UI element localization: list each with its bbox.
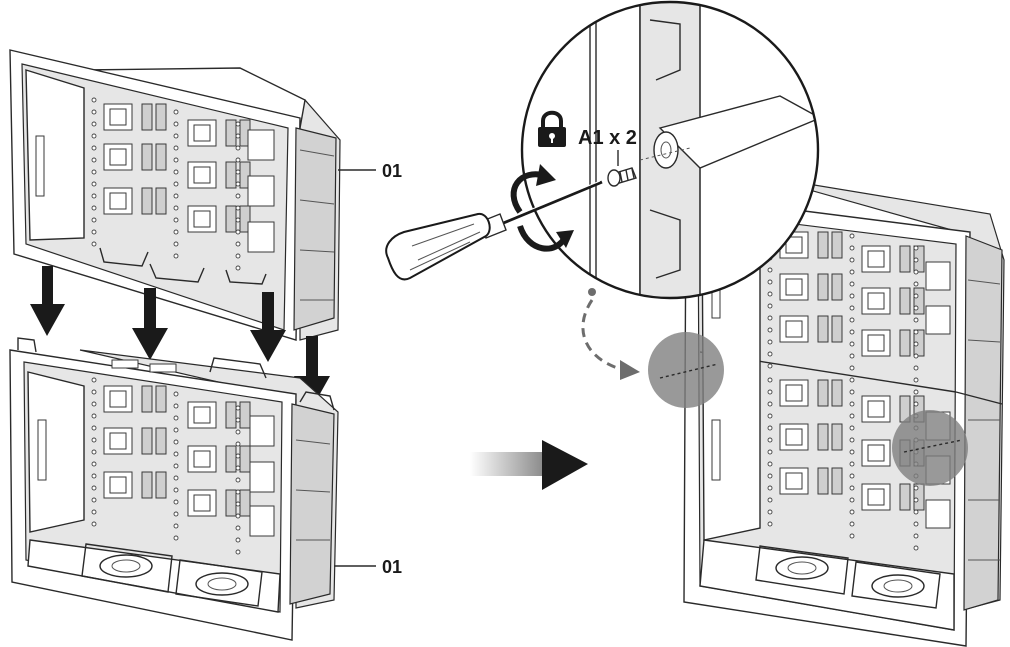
- screw-position-highlight-left: [648, 332, 724, 408]
- down-arrow-icon: [250, 292, 286, 362]
- insert-arrows: [30, 266, 330, 408]
- screwdriver-icon: [385, 180, 603, 281]
- screw-position-highlight-right: [892, 410, 968, 486]
- detail-pointer: [581, 288, 640, 380]
- screw-icon: [607, 167, 637, 187]
- down-arrow-icon: [132, 288, 168, 360]
- part-label-upper: 01: [382, 161, 402, 181]
- part-callout-upper: 01: [338, 161, 402, 181]
- part-callout-lower: 01: [334, 557, 402, 577]
- down-arrow-icon: [30, 266, 65, 336]
- result-arrow-icon: [470, 440, 588, 490]
- lower-flush-box: [9, 337, 339, 641]
- detail-magnifier: [520, 0, 820, 300]
- padlock-icon: [538, 110, 566, 147]
- assembled-flush-box: [683, 175, 1005, 647]
- upper-flush-box: [9, 49, 341, 341]
- part-label-lower: 01: [382, 557, 402, 577]
- fastener-label: A1 x 2: [578, 127, 637, 149]
- clockwise-rotate-icon: [510, 164, 574, 252]
